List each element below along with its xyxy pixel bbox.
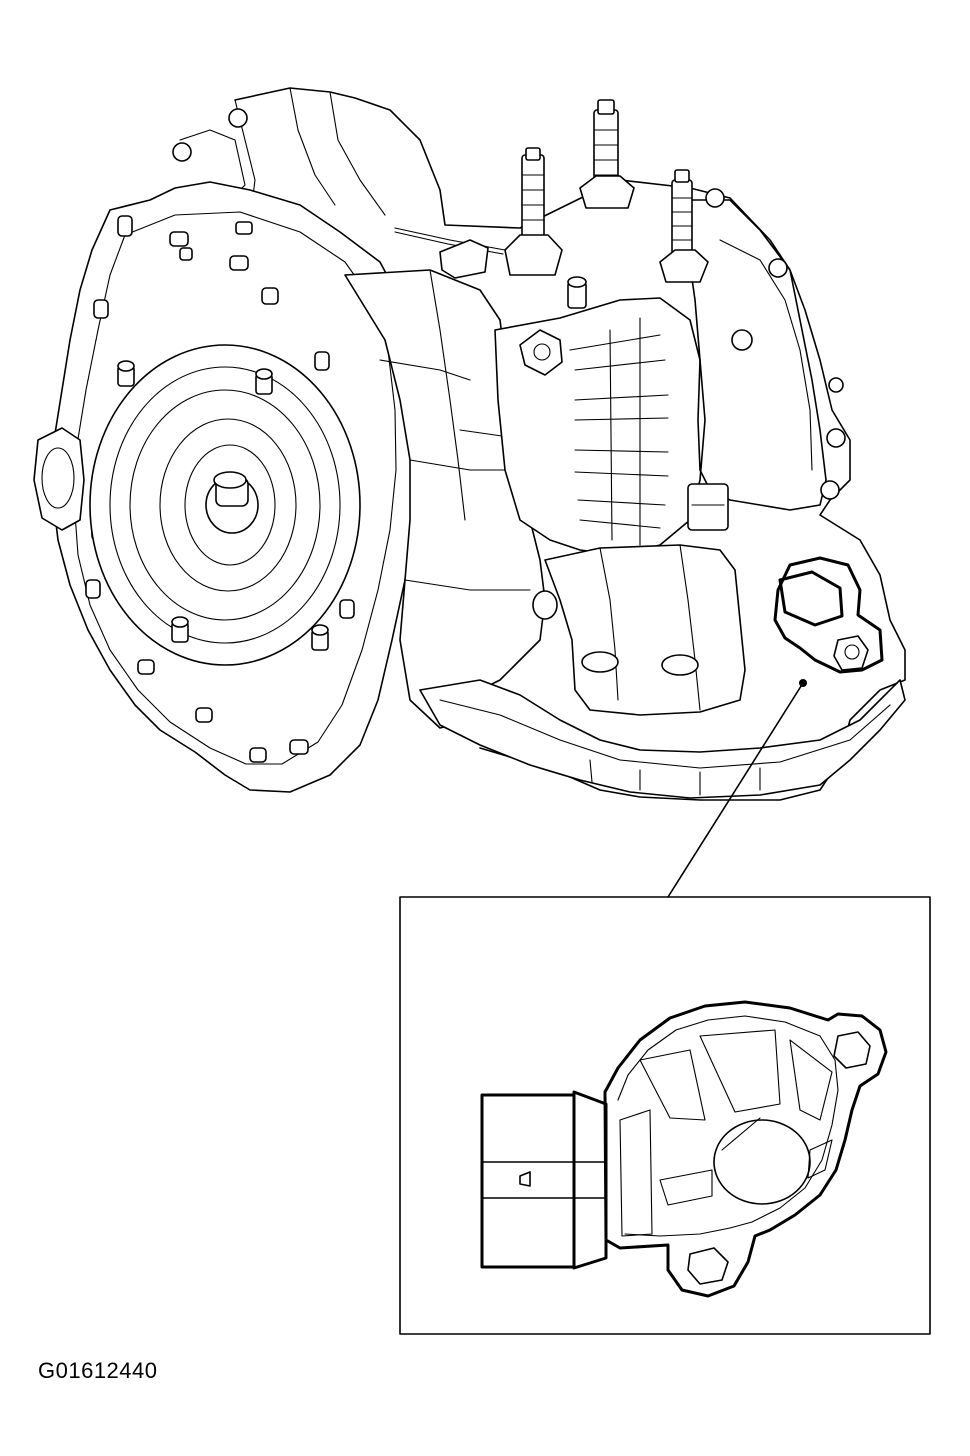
- cover-boss: [581, 651, 619, 673]
- bolt-head: [228, 108, 248, 128]
- transaxle-assembly: [33, 87, 906, 801]
- bolt-head: [828, 377, 844, 393]
- connector-seam: [573, 1161, 607, 1199]
- rear-housing: [234, 87, 906, 801]
- cover-edge: [599, 547, 619, 701]
- torque-converter: [89, 344, 361, 666]
- bolt-head: [731, 329, 753, 351]
- connector-collar: [572, 1090, 608, 1270]
- plug-fitting: [532, 590, 558, 620]
- fitting-nut: [519, 329, 563, 376]
- cover-edge: [719, 239, 813, 471]
- bolt-head: [820, 480, 840, 500]
- cover-edge: [679, 544, 701, 711]
- tube-fitting: [687, 483, 729, 531]
- end-cover: [687, 199, 827, 511]
- detail-inset: [399, 896, 931, 1335]
- case-edge: [379, 359, 471, 381]
- mount-hole-bottom: [687, 1247, 729, 1285]
- mounting-studs: [504, 99, 709, 309]
- inset-frame: [399, 896, 931, 1335]
- installed-range-sensor: [773, 556, 884, 687]
- sensor-web-ribs: [619, 1029, 833, 1237]
- bolt-head: [768, 258, 788, 278]
- leader-line: [667, 682, 804, 898]
- side-boss: [33, 427, 85, 531]
- oil-pan: [419, 679, 906, 799]
- case-edge: [409, 459, 521, 471]
- connector-latch: [519, 1171, 531, 1187]
- bolt-head: [826, 428, 846, 448]
- connector-shroud: [480, 1093, 576, 1269]
- bolt-head: [172, 142, 192, 162]
- rib-line: [289, 87, 336, 206]
- bore-edge: [721, 1117, 761, 1151]
- gear-housing: [494, 297, 706, 556]
- case-edge: [404, 579, 531, 591]
- sensor-inner-flange: [617, 1015, 839, 1237]
- wire-harness: [394, 227, 506, 251]
- valve-body-cover: [544, 544, 746, 716]
- gear-housing-slots: [569, 317, 669, 546]
- figure-code: G01612440: [38, 1358, 158, 1383]
- mount-hole-top: [833, 1031, 871, 1069]
- bolt-head: [705, 188, 725, 208]
- pan-flange: [439, 699, 891, 769]
- pan-ribs: [589, 759, 761, 796]
- cover-boss: [661, 654, 699, 676]
- rib-line: [329, 91, 386, 216]
- central-bore: [713, 1119, 811, 1205]
- case-edge: [429, 269, 466, 521]
- side-boss-hole: [41, 447, 75, 509]
- converter-studs: [117, 360, 329, 651]
- harness-connector: [439, 239, 489, 279]
